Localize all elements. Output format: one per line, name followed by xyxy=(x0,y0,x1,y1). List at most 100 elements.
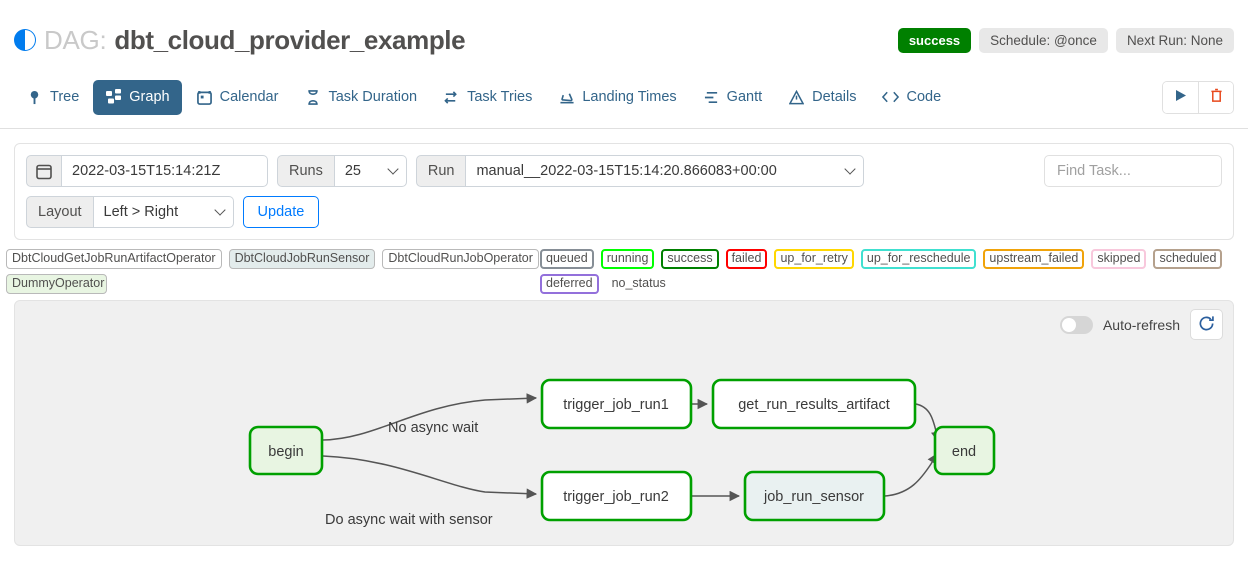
node-label: end xyxy=(952,444,976,460)
tab-task-duration[interactable]: Task Duration xyxy=(292,80,429,115)
view-tabbar: Tree Graph Calendar Task Duration Task T… xyxy=(0,66,1248,129)
graph-toolbar: Auto-refresh xyxy=(1059,309,1223,340)
find-task-input[interactable]: Find Task... xyxy=(1044,155,1222,187)
update-button[interactable]: Update xyxy=(242,196,320,228)
operator-tag[interactable]: DummyOperator xyxy=(6,274,107,294)
operator-legend: DbtCloudGetJobRunArtifactOperator DbtClo… xyxy=(6,249,540,294)
tab-task-tries[interactable]: Task Tries xyxy=(431,80,544,115)
calendar-icon xyxy=(196,89,213,106)
state-tag-running[interactable]: running xyxy=(600,249,655,269)
status-badge: success xyxy=(897,27,972,53)
tab-details[interactable]: Details xyxy=(776,80,868,115)
retry-icon xyxy=(443,89,460,106)
graph-edges xyxy=(322,393,942,502)
landing-icon xyxy=(558,89,575,106)
tab-label: Landing Times xyxy=(582,89,677,105)
refresh-icon xyxy=(1198,315,1215,335)
graph-node-end[interactable]: end xyxy=(933,425,996,476)
triangle-icon xyxy=(788,89,805,106)
tab-label: Graph xyxy=(129,89,170,105)
state-tag-failed[interactable]: failed xyxy=(725,249,768,269)
graph-node-trigger-job-run2[interactable]: trigger_job_run2 xyxy=(540,470,693,522)
dag-graph-panel: Auto-refresh No async wait Do async xyxy=(14,300,1234,546)
dag-graph-canvas[interactable]: No async wait Do async wait with sensor … xyxy=(15,301,1233,546)
tab-label: Details xyxy=(812,89,857,105)
graph-icon xyxy=(105,89,122,106)
graph-node-trigger-job-run1[interactable]: trigger_job_run1 xyxy=(540,378,693,430)
trash-icon xyxy=(1210,88,1223,106)
trigger-dag-button[interactable] xyxy=(1163,81,1198,113)
layout-row: Layout Left > Right Update xyxy=(26,196,1222,228)
run-group: Run manual__2022-03-15T15:14:20.866083+0… xyxy=(415,155,865,187)
graph-node-get-run-results-artifact[interactable]: get_run_results_artifact xyxy=(711,378,917,430)
runs-label: Runs xyxy=(277,155,335,187)
state-tag-success[interactable]: success xyxy=(661,249,719,269)
node-label: job_run_sensor xyxy=(763,489,864,505)
auto-refresh-toggle[interactable] xyxy=(1059,315,1093,334)
runs-select[interactable]: 25 xyxy=(334,155,407,187)
node-label: trigger_job_run1 xyxy=(563,397,669,413)
state-tag-scheduled[interactable]: scheduled xyxy=(1153,249,1223,269)
state-legend: queued running success failed up_for_ret… xyxy=(540,249,1242,294)
layout-label: Layout xyxy=(26,196,94,228)
operator-tag[interactable]: DbtCloudRunJobOperator xyxy=(382,249,539,269)
code-icon xyxy=(882,89,900,106)
refresh-button[interactable] xyxy=(1190,309,1223,340)
state-tag-up-for-retry[interactable]: up_for_retry xyxy=(774,249,854,269)
tab-tree[interactable]: Tree xyxy=(14,80,91,115)
run-select[interactable]: manual__2022-03-15T15:14:20.866083+00:00 xyxy=(466,155,865,187)
operator-tag[interactable]: DbtCloudJobRunSensor xyxy=(228,249,376,269)
runs-group: Runs 25 xyxy=(277,155,407,187)
tab-label: Tree xyxy=(50,89,80,105)
edge-begin-to-trigger2 xyxy=(322,455,538,499)
tab-gantt[interactable]: Gantt xyxy=(691,80,774,115)
page-header: DAG: dbt_cloud_provider_example success … xyxy=(0,0,1248,66)
run-label: Run xyxy=(415,155,467,187)
delete-dag-button[interactable] xyxy=(1198,81,1233,113)
graph-node-begin[interactable]: begin xyxy=(248,425,324,476)
gantt-icon xyxy=(703,89,720,106)
legend-area: DbtCloudGetJobRunArtifactOperator DbtClo… xyxy=(0,240,1248,300)
play-icon xyxy=(1175,89,1187,105)
tab-label: Code xyxy=(906,89,942,105)
base-date-input[interactable]: 2022-03-15T15:14:21Z xyxy=(62,155,268,187)
dag-prefix-label: DAG: xyxy=(44,24,107,55)
state-tag-up-for-reschedule[interactable]: up_for_reschedule xyxy=(860,249,977,269)
tab-calendar[interactable]: Calendar xyxy=(184,80,291,115)
edge-label: Do async wait with sensor xyxy=(325,512,493,528)
toggle-on-icon[interactable] xyxy=(14,29,36,51)
page-title: dbt_cloud_provider_example xyxy=(114,24,466,55)
state-tag-deferred[interactable]: deferred xyxy=(540,274,599,294)
graph-node-job-run-sensor[interactable]: job_run_sensor xyxy=(743,470,886,522)
edge-label: No async wait xyxy=(388,420,478,436)
base-date-group: 2022-03-15T15:14:21Z xyxy=(26,155,268,187)
node-label: begin xyxy=(268,444,303,460)
node-label: trigger_job_run2 xyxy=(563,489,669,505)
edge-begin-to-trigger1 xyxy=(322,393,538,441)
hourglass-icon xyxy=(304,89,321,106)
dag-action-buttons xyxy=(1162,80,1234,114)
tab-label: Task Duration xyxy=(328,89,418,105)
state-tag-upstream-failed[interactable]: upstream_failed xyxy=(983,249,1085,269)
tab-graph[interactable]: Graph xyxy=(93,79,182,115)
state-tag-queued[interactable]: queued xyxy=(540,249,594,269)
edge-sensor-to-end xyxy=(884,453,938,497)
next-run-badge: Next Run: None xyxy=(1115,27,1234,53)
calendar-icon[interactable] xyxy=(26,155,62,187)
layout-group: Layout Left > Right xyxy=(26,196,234,228)
auto-refresh-label: Auto-refresh xyxy=(1102,316,1180,333)
header-badges: success Schedule: @once Next Run: None xyxy=(897,27,1234,53)
tab-label: Gantt xyxy=(726,89,763,105)
layout-select[interactable]: Left > Right xyxy=(93,196,234,228)
node-label: get_run_results_artifact xyxy=(738,397,890,413)
run-filter-bar: 2022-03-15T15:14:21Z Runs 25 Run manual_… xyxy=(14,143,1234,240)
tab-landing-times[interactable]: Landing Times xyxy=(546,80,688,115)
operator-tag[interactable]: DbtCloudGetJobRunArtifactOperator xyxy=(6,249,222,269)
tab-label: Task Tries xyxy=(467,89,533,105)
state-tag-no-status[interactable]: no_status xyxy=(605,274,672,294)
schedule-badge[interactable]: Schedule: @once xyxy=(979,27,1108,53)
tree-icon xyxy=(26,89,43,106)
tab-label: Calendar xyxy=(219,89,279,105)
tab-code[interactable]: Code xyxy=(870,80,953,115)
state-tag-skipped[interactable]: skipped xyxy=(1091,249,1147,269)
